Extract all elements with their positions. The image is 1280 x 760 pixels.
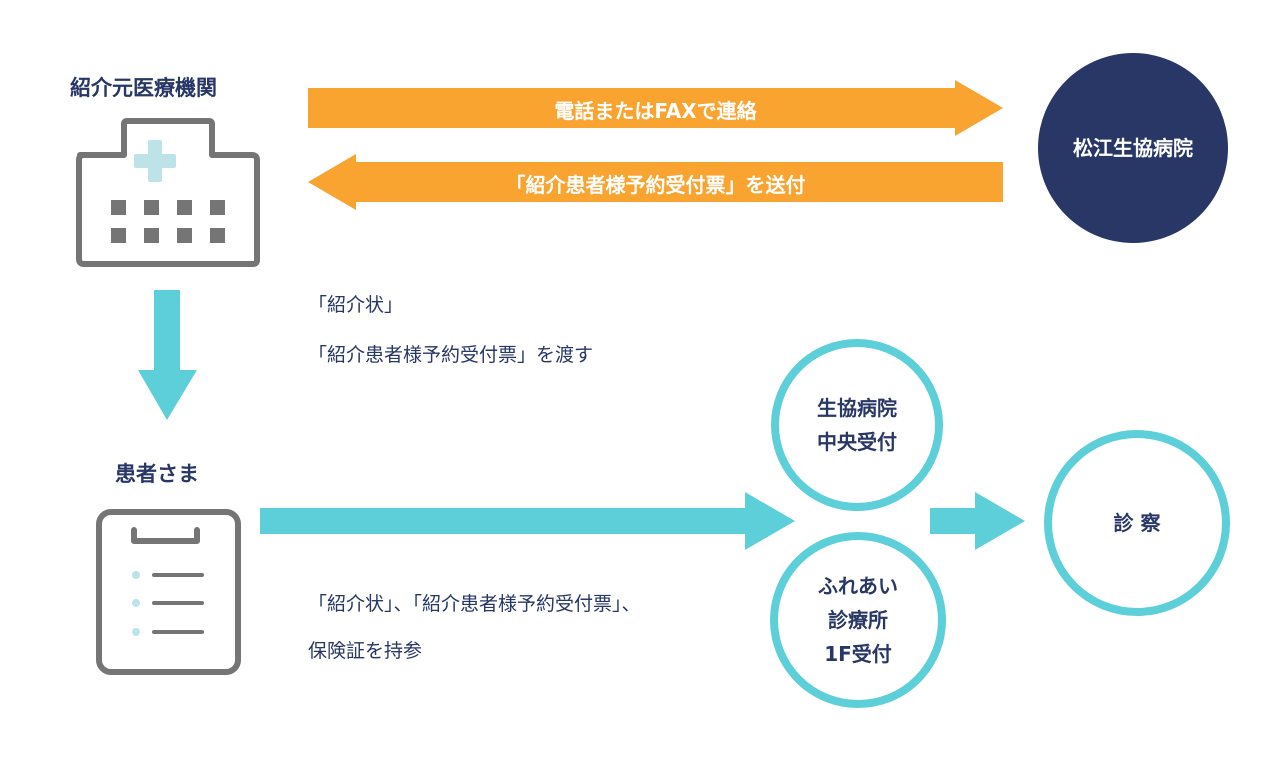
send-back-label: 「紹介患者様予約受付票」を送付: [505, 173, 806, 197]
medical-cross-icon: [134, 140, 176, 182]
reception-central-line2: 中央受付: [817, 430, 897, 454]
clipboard-icon: [96, 509, 241, 675]
reception-central-circle: 生協病院 中央受付: [771, 339, 943, 511]
handover-line1: 「紹介状」: [308, 294, 404, 316]
reception-fureai-line3: 1F受付: [824, 642, 892, 666]
arrow-left-orange: [308, 154, 1003, 210]
hospital-circle: [1038, 53, 1228, 243]
reception-central-line1: 生協病院: [817, 396, 897, 420]
handover-line2: 「紹介患者様予約受付票」を渡す: [308, 344, 594, 366]
exam-circle: 診 察: [1044, 430, 1230, 616]
exam-label: 診 察: [1113, 511, 1161, 535]
bring-line2: 保険証を持参: [308, 640, 423, 662]
arrow-right-teal-short: [930, 492, 1025, 550]
hospital-icon: [76, 118, 260, 267]
hospital-name: 松江生協病院: [1073, 136, 1193, 160]
reception-fureai-circle: ふれあい 診療所 1F受付: [770, 532, 946, 708]
arrow-right-teal-long: [260, 492, 795, 550]
arrow-right-orange: [308, 80, 1003, 136]
window-grid: [111, 200, 225, 243]
reception-fureai-line2: 診療所: [828, 608, 888, 632]
arrow-down-teal: [138, 290, 197, 420]
patient-title: 患者さま: [115, 462, 199, 486]
bring-line1: 「紹介状」、「紹介患者様予約受付票」、: [308, 593, 641, 615]
referrer-title: 紹介元医療機関: [70, 76, 217, 100]
reception-fureai-line1: ふれあい: [818, 574, 898, 598]
contact-label: 電話またはFAXで連絡: [554, 99, 757, 123]
